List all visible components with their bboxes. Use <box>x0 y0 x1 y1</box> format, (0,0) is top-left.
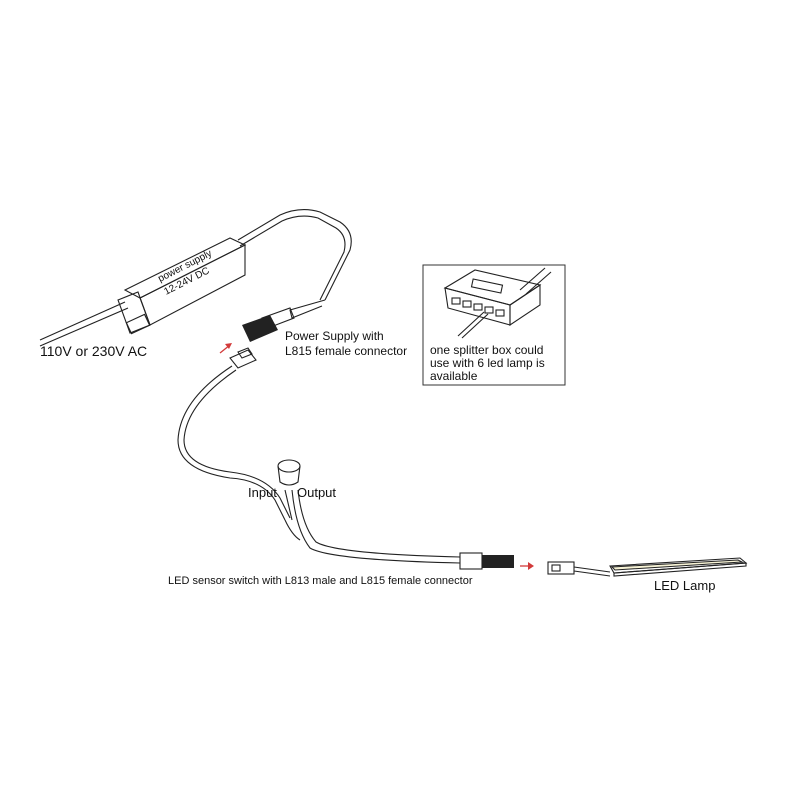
ac-input-cable <box>39 301 129 347</box>
splitter-ports <box>451 297 505 317</box>
l813-male-connector-input <box>229 347 257 369</box>
sensor-caption: LED sensor switch with L813 male and L81… <box>168 575 473 587</box>
l813-male-connector-lamp <box>547 561 611 577</box>
l815-female-connector-output <box>459 552 514 570</box>
splitter-box-inset: one splitter box could use with 6 led la… <box>422 264 566 386</box>
led-lamp <box>609 557 748 577</box>
sensor-cable <box>177 365 461 564</box>
psu-connector-label-line1: Power Supply with <box>285 329 384 343</box>
ac-input-label: 110V or 230V AC <box>40 343 147 359</box>
sensor-input-label: Input <box>248 485 277 500</box>
sensor-output-label: Output <box>297 485 336 500</box>
splitter-label-line1: one splitter box could <box>430 343 543 357</box>
splitter-label-line2: use with 6 led lamp is <box>430 356 545 370</box>
led-lamp-label: LED Lamp <box>654 578 715 593</box>
sensor-switch <box>277 459 301 486</box>
l815-female-connector-psu <box>242 307 295 342</box>
splitter-label-line3: available <box>430 369 478 383</box>
connect-arrow-icon <box>219 343 232 354</box>
power-supply-unit: power supply 12-24V DC <box>117 237 247 335</box>
connect-arrow-icon <box>520 562 534 570</box>
dc-output-cable <box>237 209 352 319</box>
psu-connector-label-line2: L815 female connector <box>285 344 407 358</box>
